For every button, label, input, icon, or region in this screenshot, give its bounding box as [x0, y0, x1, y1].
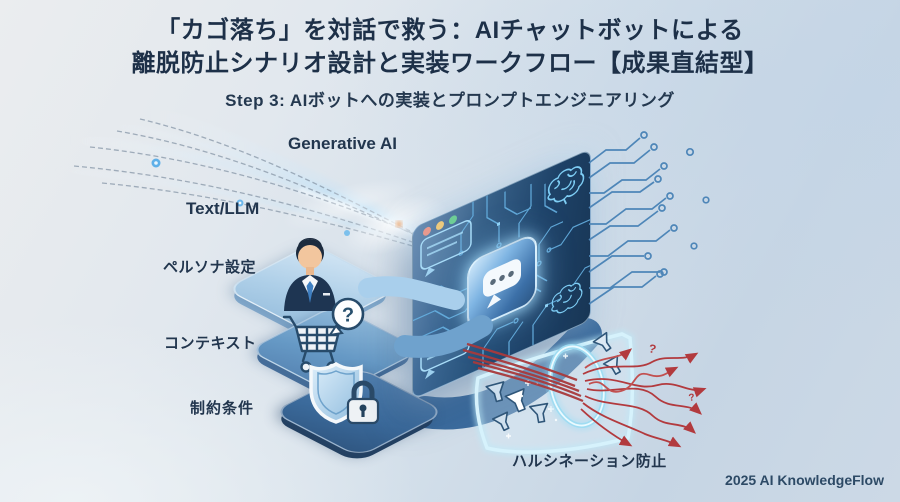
label-constraints: 制約条件 [190, 400, 255, 417]
right-circuit-traces [588, 131, 710, 305]
chat-chip [467, 231, 537, 333]
businessman-avatar-icon [272, 231, 348, 313]
cart-question-mark: ? [342, 305, 354, 327]
label-generative-ai: Generative AI [288, 134, 397, 153]
svg-text:?: ? [647, 341, 657, 356]
cart-question-icon: ? [282, 293, 374, 381]
chat-outline-bottom [420, 324, 470, 380]
brain-icon-top [547, 166, 585, 205]
label-text-llm: Text/LLM [186, 199, 260, 218]
footer-credit: 2025 AI KnowledgeFlow [725, 472, 884, 488]
glow-ring [544, 341, 610, 431]
page-subtitle: Step 3: AIボットへの実装とプロンプトエンジニアリング [225, 91, 675, 110]
page-title-line1: 「カゴ落ち」を対話で救う：AIチャットボットによる [156, 17, 744, 44]
red-lines-tangled [580, 348, 707, 448]
red-scribble-marks: ? ? [647, 341, 695, 404]
title-block: 「カゴ落ち」を対話で救う：AIチャットボットによる 離脱防止シナリオ設計と実装ワ… [0, 14, 900, 111]
shield-lock-icon [306, 359, 394, 441]
page-title-line2: 離脱防止シナリオ設計と実装ワークフロー【成果直結型】 [131, 50, 769, 77]
label-persona: ペルソナ設定 [163, 259, 257, 276]
chat-bubble-icon [483, 259, 521, 309]
brain-icon-bottom [551, 282, 583, 314]
ai-chatbot-window [412, 148, 591, 400]
panel-sparkles [506, 353, 568, 439]
label-context: コンテキスト [164, 335, 257, 352]
svg-text:?: ? [688, 392, 696, 404]
label-hallucination-guard: ハルシネーション防止 [512, 453, 667, 470]
